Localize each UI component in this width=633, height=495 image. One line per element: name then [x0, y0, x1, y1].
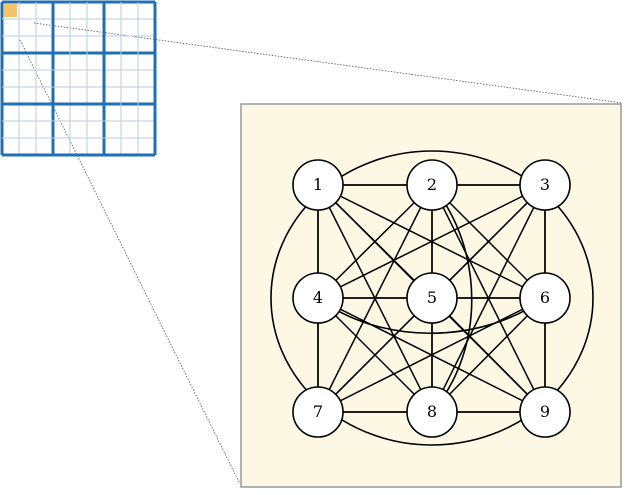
- graph-node-label: 8: [427, 402, 437, 421]
- graph-edge-6-7: [317, 297, 546, 413]
- graph-node-circle: [292, 386, 344, 438]
- graph-node-8: 8: [406, 386, 458, 438]
- graph-node-1: 1: [292, 159, 344, 211]
- graph-node-label: 1: [313, 175, 323, 194]
- graph-node-label: 7: [313, 402, 323, 421]
- graph-node-circle: [406, 386, 458, 438]
- zoom-connector-top: [33, 22, 623, 104]
- graph-node-label: 6: [540, 288, 550, 307]
- graph-nodes: 1 2 3 4 5 6 7 8 9: [292, 159, 571, 438]
- graph-node-label: 3: [540, 175, 550, 194]
- graph-node-circle: [406, 159, 458, 211]
- graph-node-label: 9: [540, 402, 550, 421]
- graph-node-label: 5: [427, 288, 437, 307]
- graph-edge-6-8: [431, 297, 546, 413]
- graph-node-2: 2: [406, 159, 458, 211]
- graph-node-circle: [519, 159, 571, 211]
- graph-node-label: 4: [313, 288, 323, 307]
- graph-curve-4-6: [317, 297, 546, 334]
- highlighted-cell: [4, 4, 17, 17]
- graph-edge-2-4: [317, 184, 433, 299]
- graph-node-3: 3: [519, 159, 571, 211]
- graph-node-5: 5: [406, 272, 458, 324]
- graph-node-7: 7: [292, 386, 344, 438]
- graph-edge-3-4: [317, 184, 546, 299]
- graph-node-circle: [292, 159, 344, 211]
- graph-node-9: 9: [519, 386, 571, 438]
- graph-node-circle: [519, 386, 571, 438]
- graph-node-6: 6: [519, 272, 571, 324]
- graph-node-label: 2: [427, 175, 437, 194]
- graph-node-circle: [519, 272, 571, 324]
- graph-curve-2-8: [431, 184, 473, 413]
- graph-node-circle: [292, 272, 344, 324]
- sudoku-grid: [0, 0, 157, 157]
- graph-node-4: 4: [292, 272, 344, 324]
- graph-node-circle: [406, 272, 458, 324]
- graph-outer-ring: [270, 150, 594, 446]
- graph-edge-5-7: [317, 297, 433, 413]
